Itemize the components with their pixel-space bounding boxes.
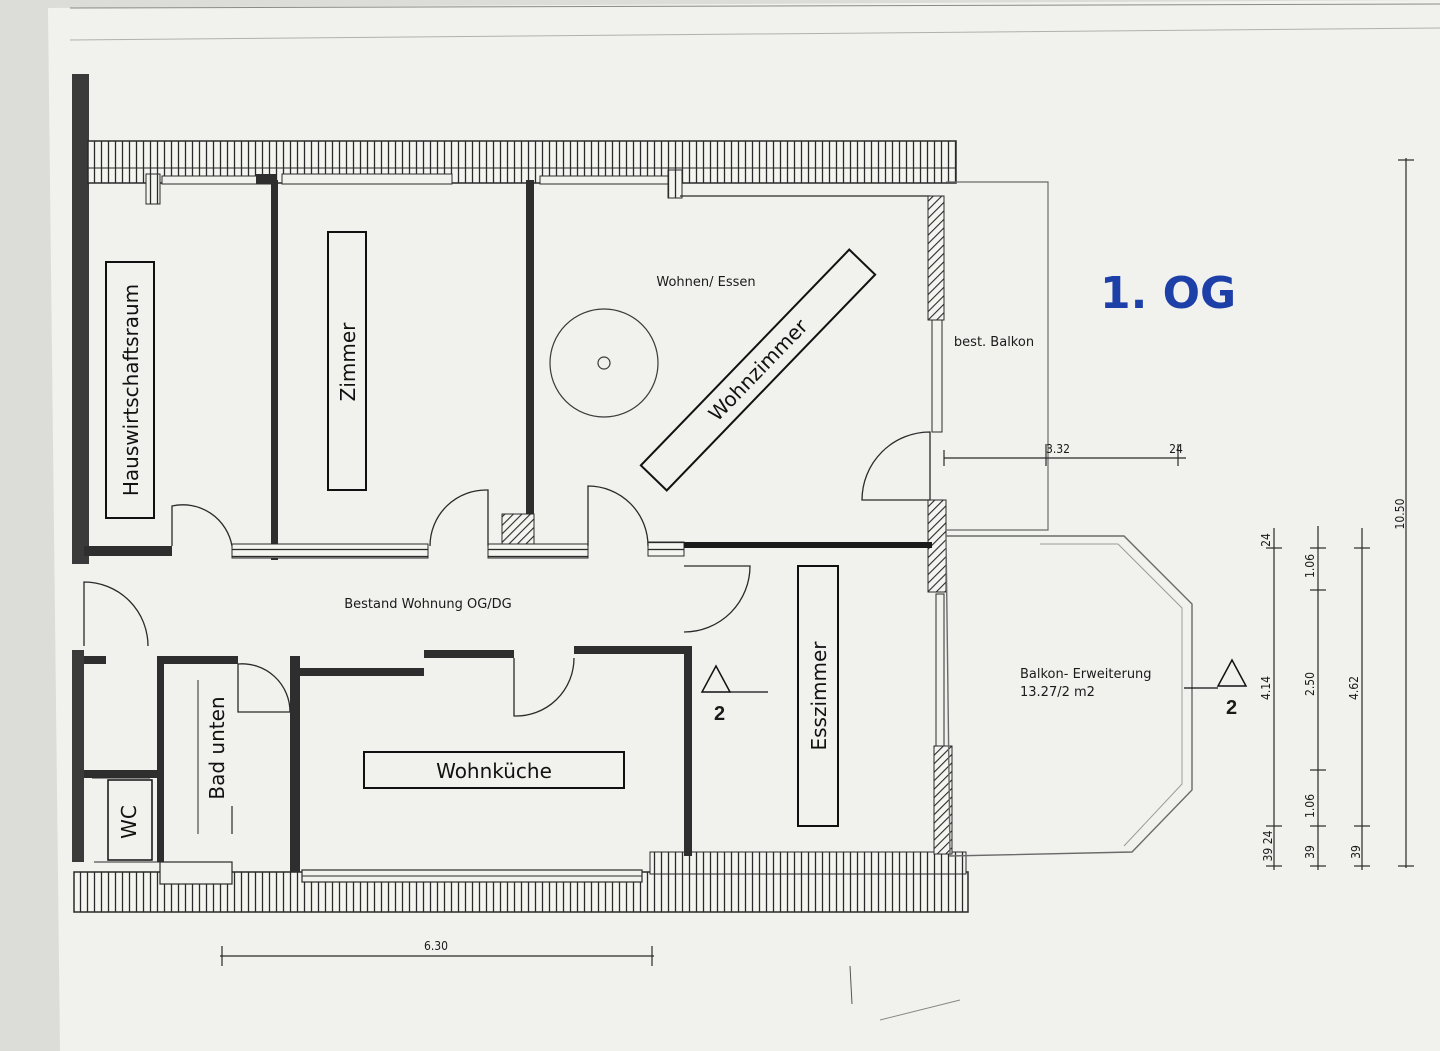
label-bestand-wohnung: Bestand Wohnung OG/DG: [344, 597, 512, 612]
dimension-chain-b: [1310, 526, 1326, 870]
new-wall-wohnen-esszimmer: [684, 542, 932, 548]
label-esszimmer: Esszimmer: [807, 641, 831, 751]
top-wall-step: [667, 169, 683, 199]
box-wohnzimmer: [639, 248, 877, 492]
door-entry: [83, 581, 149, 647]
wall-kueche-top-far: [574, 646, 690, 654]
left-outer-wall: [72, 74, 89, 564]
left-outer-wall-lower: [72, 650, 84, 862]
window-wohnen-right: [931, 319, 943, 433]
wall-wc-top: [84, 770, 160, 778]
section-marker-left: 2: [700, 664, 768, 725]
dimension-chain-b-top: 1.06: [1303, 554, 1317, 578]
paper-top-line-2: [69, 27, 1440, 41]
wall-hwr-top-right: [256, 174, 276, 184]
bottom-wall-step: [649, 851, 967, 875]
wall-bad-top: [160, 656, 238, 664]
dimension-chain-c: [1354, 528, 1370, 870]
label-zimmer: Zimmer: [336, 322, 360, 402]
section-marker-right: 2: [1184, 658, 1248, 719]
wall-bad-left: [157, 656, 164, 862]
wall-entry-left: [84, 656, 106, 664]
door-wohnen: [587, 485, 649, 547]
box-hauswirtschaftsraum: [105, 261, 155, 519]
wall-corridor-top-hwr: [231, 543, 429, 559]
balcony-extension-inner: [1040, 543, 1183, 847]
floor-title: 1. OG: [1100, 268, 1236, 319]
wall-corridor-top-wohnen: [647, 541, 685, 557]
existing-balcony-outline: [946, 181, 1049, 531]
label-balkon-erweiterung: Balkon- Erweiterung: [1020, 667, 1152, 682]
wall-zimmer-wohnen: [526, 180, 534, 520]
label-wohnen-essen: Wohnen/ Essen: [656, 275, 755, 290]
label-balkon-flaeche: 13.27/2 m2: [1020, 685, 1095, 700]
pencil-mark-2: [879, 999, 961, 1021]
dimension-chain-a-bottom: 39 24: [1261, 830, 1275, 861]
dimension-chain-b-bottom: 39: [1303, 845, 1317, 859]
section-marker-left-label: 2: [714, 703, 725, 725]
door-bad: [237, 663, 291, 713]
dimension-bottom-label: 6.30: [424, 939, 448, 953]
door-balkon: [861, 431, 931, 501]
wall-bad-kueche: [290, 656, 300, 872]
dimension-chain-b-low: 1.06: [1303, 794, 1317, 818]
label-wc: WC: [117, 805, 141, 839]
wall-corridor-top-left: [84, 546, 172, 556]
doors: [83, 431, 931, 717]
wall-flur-esszimmer: [684, 646, 692, 856]
door-esszimmer: [683, 565, 751, 633]
box-wohnkueche: [363, 751, 625, 789]
dimension-chain-b-mid: 2.50: [1303, 672, 1317, 696]
wall-kueche-top-right: [424, 650, 514, 658]
wall-kueche-top-step: [300, 668, 424, 676]
top-wall-opening-mid: [281, 173, 453, 185]
wall-wohnen-right: [927, 195, 945, 321]
box-esszimmer: [797, 565, 839, 827]
pillar-top-left: [145, 173, 161, 205]
box-zimmer: [327, 231, 367, 491]
section-marker-right-label: 2: [1226, 697, 1237, 719]
dimension-chain-a: [1266, 528, 1282, 870]
top-wall-opening-right: [539, 175, 671, 185]
wall-corridor-top-zimmer: [487, 543, 589, 559]
top-wall-opening-left: [161, 175, 273, 185]
dimension-chain-c-mid: 4.62: [1347, 676, 1361, 700]
label-hauswirtschaftsraum: Hauswirtschaftsraum: [119, 284, 143, 496]
pencil-mark: [849, 965, 853, 1005]
balcony-extension-outline: [945, 535, 1193, 857]
paper-top-line: [69, 3, 1440, 9]
dimension-chain-a-mid: 4.14: [1259, 676, 1273, 700]
wall-hwr-zimmer: [271, 180, 278, 560]
door-kueche: [513, 657, 575, 717]
label-wohnkueche: Wohnküche: [436, 759, 552, 783]
dimension-balcony-width: 3.32: [1046, 442, 1070, 456]
window-esszimmer-right: [935, 593, 945, 747]
dimension-chain-a-top: 24: [1259, 533, 1273, 547]
dimension-total-height: [1398, 158, 1414, 868]
dimension-bottom: [220, 946, 654, 966]
top-wall: [87, 140, 957, 184]
door-hwr: [171, 504, 233, 547]
round-table: [549, 308, 659, 418]
dimension-total-height-label: 10.50: [1393, 498, 1407, 529]
door-zimmer: [429, 489, 489, 547]
wall-right-low: [933, 745, 953, 855]
label-best-balkon: best. Balkon: [954, 335, 1034, 350]
label-bad-unten: Bad unten: [205, 696, 229, 799]
dimension-balcony-wall: 24: [1169, 442, 1183, 456]
dimension-balcony: [943, 444, 1186, 466]
dimension-chain-c-bottom: 39: [1349, 845, 1363, 859]
box-wc: [107, 779, 153, 861]
bottom-wall-window-left: [159, 861, 233, 885]
round-table-center: [597, 356, 611, 370]
